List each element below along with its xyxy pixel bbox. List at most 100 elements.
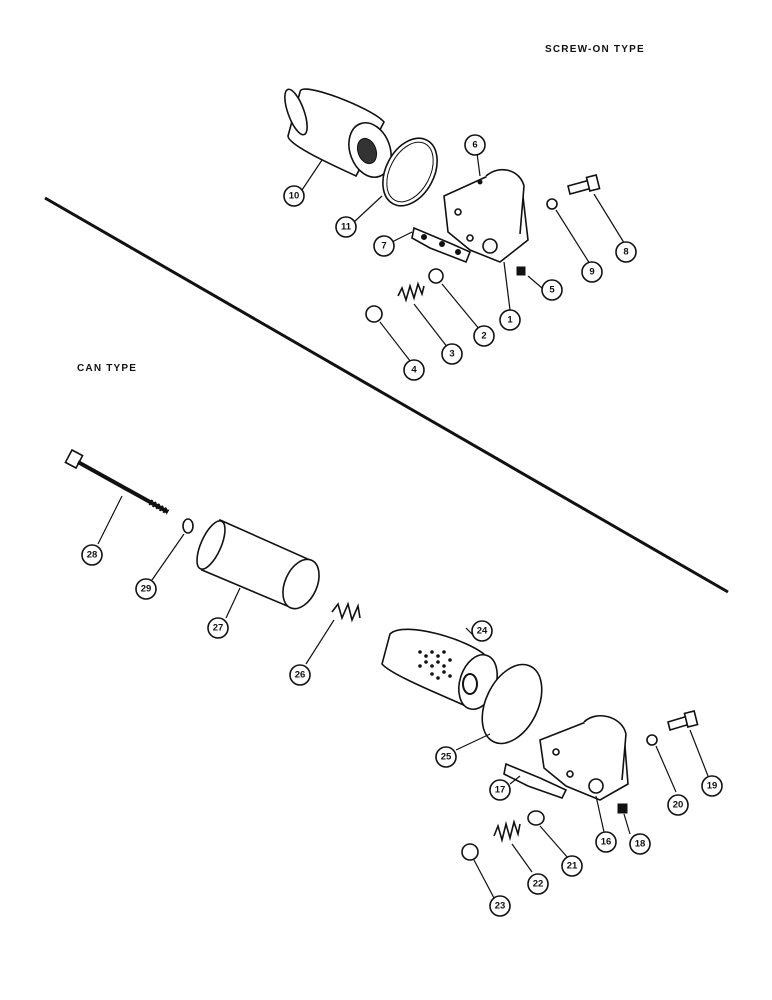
svg-text:23: 23: [495, 901, 506, 912]
svg-text:6: 6: [472, 140, 477, 151]
leader-19: [689, 729, 709, 777]
svg-text:19: 19: [707, 781, 718, 792]
center-bolt-part-28: [64, 448, 170, 515]
leader-18: [623, 813, 631, 835]
svg-text:8: 8: [623, 247, 628, 258]
bolt-part-19: [667, 710, 699, 732]
leader-11: [353, 195, 383, 223]
ball-part-6: [477, 179, 483, 185]
filter-head-part-16: [539, 714, 629, 801]
callout-25: 25: [435, 746, 457, 768]
spring-part-3: [397, 281, 425, 303]
svg-text:17: 17: [495, 785, 506, 796]
filter-head-part-1: [443, 168, 529, 263]
svg-text:24: 24: [477, 626, 488, 637]
callout-16: 16: [595, 831, 617, 853]
callout-21: 21: [561, 855, 583, 877]
callout-9: 9: [581, 261, 603, 283]
svg-text:28: 28: [87, 550, 98, 561]
callout-5: 5: [541, 279, 563, 301]
filter-can-part-27: [196, 518, 320, 610]
callout-1: 1: [499, 309, 521, 331]
leader-5: [527, 275, 543, 289]
callout-7: 7: [373, 235, 395, 257]
svg-text:16: 16: [601, 837, 612, 848]
callout-19: 19: [701, 775, 723, 797]
svg-text:3: 3: [449, 349, 454, 360]
svg-text:25: 25: [441, 752, 452, 763]
leader-29: [151, 533, 185, 581]
valve-part-2: [428, 268, 444, 284]
leader-2: [441, 283, 481, 331]
svg-text:21: 21: [567, 861, 578, 872]
svg-text:26: 26: [295, 670, 306, 681]
callout-29: 29: [135, 578, 157, 600]
bolt-part-8: [567, 174, 601, 195]
leader-21: [539, 825, 569, 859]
leader-27: [225, 587, 241, 619]
svg-text:18: 18: [635, 839, 646, 850]
callout-27: 27: [207, 617, 229, 639]
washer-part-20: [646, 734, 658, 746]
screw-on-type-label: SCREW-ON TYPE: [545, 44, 645, 55]
leader-16: [595, 795, 605, 833]
callout-22: 22: [527, 873, 549, 895]
svg-text:4: 4: [411, 365, 417, 376]
svg-text:22: 22: [533, 879, 544, 890]
callout-6: 6: [464, 134, 486, 156]
leader-28: [97, 495, 123, 545]
callout-4: 4: [403, 359, 425, 381]
seal-ring-part-11: [382, 137, 438, 207]
svg-text:2: 2: [481, 331, 486, 342]
callout-20: 20: [667, 794, 689, 816]
leader-7: [391, 231, 413, 243]
svg-text:1: 1: [507, 315, 513, 326]
svg-text:29: 29: [141, 584, 152, 595]
seal-ring-part-25: [481, 663, 543, 745]
section-divider-line: [44, 196, 729, 594]
cap-part-4: [365, 305, 383, 323]
cap-part-23: [461, 843, 479, 861]
callout-28: 28: [81, 544, 103, 566]
leader-20: [655, 745, 677, 793]
svg-text:7: 7: [381, 241, 386, 252]
leader-4: [379, 321, 415, 367]
svg-text:10: 10: [289, 191, 300, 202]
leader-25: [455, 733, 491, 751]
callout-26: 26: [289, 664, 311, 686]
spring-part-26: [331, 601, 361, 623]
callout-18: 18: [629, 833, 651, 855]
can-type-label: CAN TYPE: [77, 363, 138, 374]
leader-26: [305, 619, 335, 665]
callout-2: 2: [473, 325, 495, 347]
svg-text:9: 9: [589, 267, 594, 278]
washer-part-29: [182, 518, 194, 534]
leader-1: [503, 261, 511, 311]
filter-cartridge-part-10: [284, 88, 392, 178]
spring-part-22: [493, 819, 521, 844]
leader-17: [509, 775, 521, 785]
plug-part-5: [516, 266, 526, 276]
leader-8: [593, 193, 627, 247]
callout-3: 3: [441, 343, 463, 365]
washer-part-9: [546, 198, 558, 210]
leader-23: [473, 859, 495, 899]
svg-text:20: 20: [673, 800, 684, 811]
leader-9: [555, 209, 591, 265]
leader-10: [301, 159, 323, 191]
gasket-part-17: [503, 762, 568, 799]
callout-23: 23: [489, 895, 511, 917]
plug-part-18: [617, 803, 628, 814]
leader-3: [413, 303, 449, 349]
callout-17: 17: [489, 779, 511, 801]
leader-22: [511, 843, 533, 873]
valve-part-21: [527, 810, 545, 826]
svg-text:5: 5: [549, 285, 555, 296]
callout-8: 8: [615, 241, 637, 263]
svg-text:27: 27: [213, 623, 224, 634]
svg-text:11: 11: [341, 222, 352, 233]
callout-11: 11: [335, 216, 357, 238]
leader-6: [476, 152, 481, 177]
callout-10: 10: [283, 185, 305, 207]
